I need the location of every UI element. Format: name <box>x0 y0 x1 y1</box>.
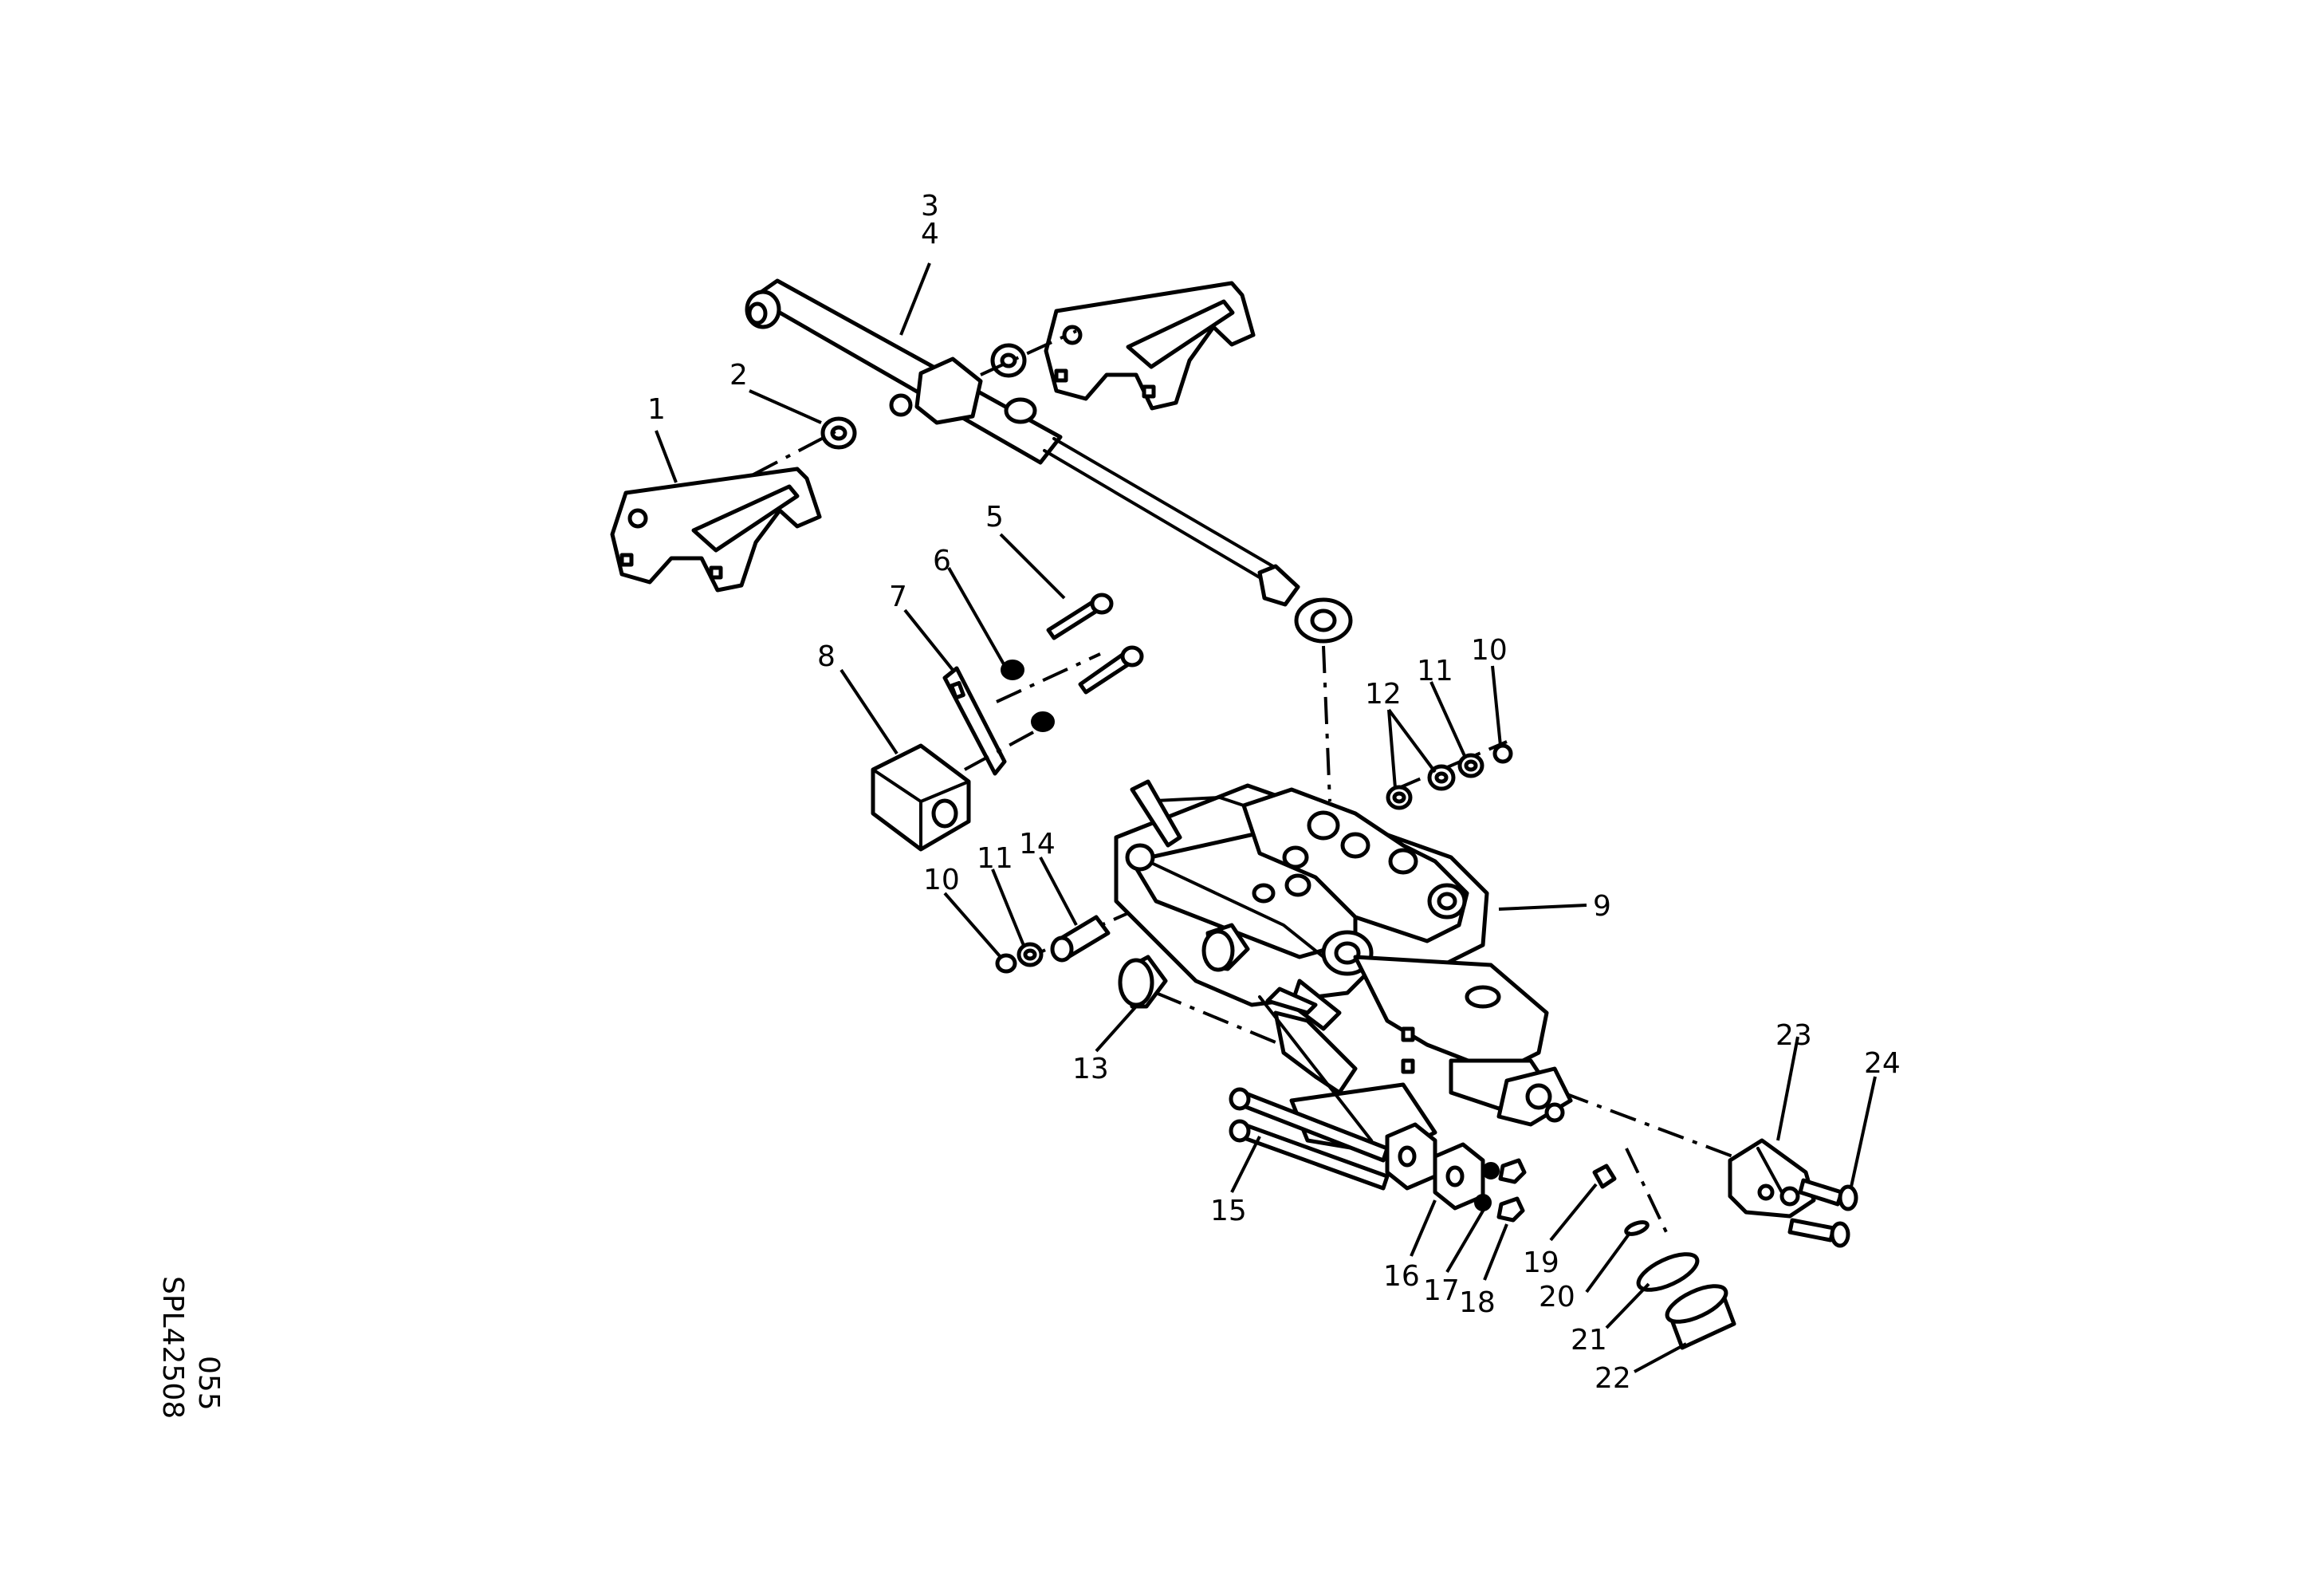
callout-2: 2 <box>729 359 748 392</box>
mounting-block-8 <box>871 743 971 852</box>
hydraulic-cylinder <box>745 278 1353 644</box>
bracket-plate-left <box>610 467 822 593</box>
bolt-upper <box>1046 593 1114 640</box>
callout-21: 21 <box>1571 1324 1607 1357</box>
bolts-15 <box>1229 1087 1390 1191</box>
rubber-stop-13 <box>1118 955 1168 1009</box>
callout-10-left: 10 <box>923 864 960 896</box>
callout-15: 15 <box>1210 1195 1247 1227</box>
washers-17 <box>1474 1162 1500 1211</box>
callout-3: 3 <box>921 190 939 223</box>
callout-17: 17 <box>1423 1274 1460 1307</box>
callout-14: 14 <box>1019 828 1056 861</box>
nuts-18 <box>1496 1158 1527 1223</box>
callout-6: 6 <box>933 545 951 577</box>
rubber-pad-22 <box>1665 1284 1736 1350</box>
callout-18: 18 <box>1459 1286 1496 1319</box>
callout-10-right: 10 <box>1471 634 1508 667</box>
sheet-number: 055 <box>192 1356 225 1411</box>
rubber-stop-upper <box>1201 923 1250 972</box>
plate-washer-21 <box>1636 1252 1700 1292</box>
washer-upper <box>990 343 1027 378</box>
bolts-24 <box>1787 1178 1858 1248</box>
washers-12 <box>1386 764 1456 810</box>
callout-22: 22 <box>1595 1362 1631 1395</box>
callout-12: 12 <box>1365 678 1402 711</box>
callout-23: 23 <box>1775 1019 1812 1052</box>
bracket-plate-right <box>1044 281 1256 411</box>
end-bracket-23 <box>1728 1138 1816 1219</box>
circlip-10-right <box>1492 743 1513 764</box>
washer-11-left <box>1017 942 1044 967</box>
callout-7: 7 <box>889 581 907 613</box>
leader-lines <box>655 262 1877 1373</box>
circlip-10-left <box>995 953 1017 974</box>
o-ring-20 <box>1624 1220 1650 1236</box>
pin-14 <box>1050 915 1111 963</box>
callout-9: 9 <box>1593 890 1611 923</box>
callout-11-left: 11 <box>977 842 1013 875</box>
drawing-number: SPL42508 <box>156 1276 189 1419</box>
callout-13: 13 <box>1072 1053 1109 1085</box>
quick-coupler-frame-9 <box>1114 779 1573 1159</box>
side-codes: SPL42508 055 <box>156 1276 225 1419</box>
callout-19: 19 <box>1523 1246 1559 1279</box>
callout-labels: 1 2 3 4 5 6 7 8 9 10 10 11 11 12 13 14 1… <box>647 190 1901 1395</box>
washer-11-right <box>1457 753 1484 778</box>
nut-6 <box>1001 660 1055 732</box>
callout-1: 1 <box>647 393 666 426</box>
clamp-strap-7 <box>942 666 1007 776</box>
washer-2 <box>820 416 857 450</box>
grease-nipple-19 <box>1592 1164 1617 1189</box>
callout-4: 4 <box>921 218 939 250</box>
bolt-lower <box>1078 645 1144 695</box>
clamp-blocks-16 <box>1385 1122 1485 1211</box>
callout-8: 8 <box>817 640 836 673</box>
callout-11-right: 11 <box>1417 655 1453 687</box>
callout-5: 5 <box>985 501 1004 534</box>
callout-24: 24 <box>1864 1047 1901 1080</box>
callout-16: 16 <box>1383 1260 1420 1293</box>
callout-20: 20 <box>1539 1281 1575 1313</box>
